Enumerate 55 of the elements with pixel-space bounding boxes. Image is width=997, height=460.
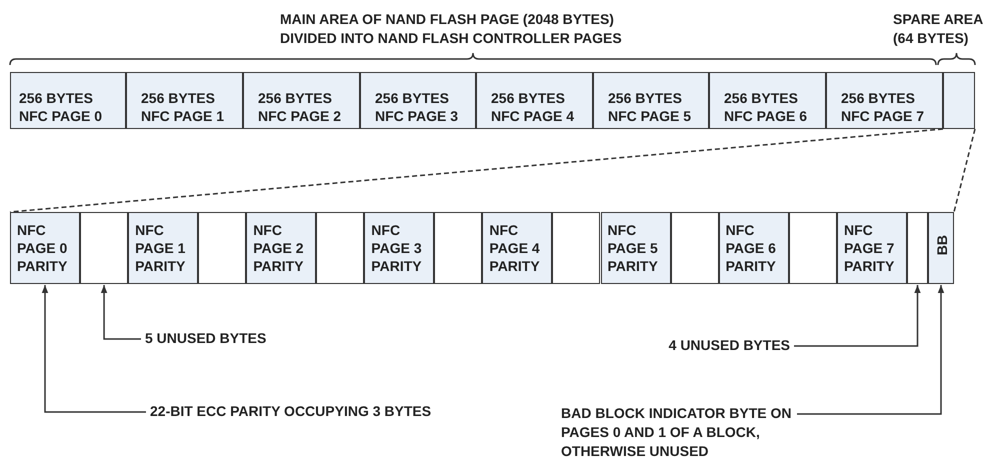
memory-cell (434, 212, 482, 284)
memory-cell (552, 212, 600, 284)
cell-label: NFC PAGE 1 PARITY (135, 221, 186, 275)
memory-cell (718, 212, 789, 284)
heading-text: SPARE AREA (64 BYTES) (893, 10, 984, 48)
cell-label: NFC PAGE 6 PARITY (726, 221, 777, 275)
cell-label: NFC PAGE 4 PARITY (489, 221, 541, 275)
cell-label: 256 BYTES NFC PAGE 0 (19, 89, 103, 125)
leader-line (42, 285, 146, 413)
memory-cell (243, 72, 360, 129)
callout-text: BAD BLOCK INDICATOR BYTE ON PAGES 0 AND 1 OF A BLOCK, OTHERWISE UNUSED (561, 404, 793, 460)
memory-cell (128, 212, 198, 284)
leader-line (794, 285, 921, 347)
cell-label: NFC PAGE 3 PARITY (371, 221, 423, 275)
cell-label: 256 BYTES NFC PAGE 6 (724, 89, 808, 125)
memory-cell (360, 72, 476, 129)
cell-label: 256 BYTES NFC PAGE 3 (375, 89, 459, 125)
memory-cell (788, 212, 837, 284)
memory-cell (709, 72, 826, 129)
cell-label: 256 BYTES NFC PAGE 7 (841, 89, 925, 125)
callout-text: 5 UNUSED BYTES (145, 329, 305, 348)
memory-cell (928, 212, 954, 284)
cell-label: NFC PAGE 5 PARITY (608, 221, 659, 275)
memory-cell (600, 212, 670, 284)
memory-cell (593, 72, 709, 129)
dashed-line (10, 128, 944, 213)
leader-line (797, 285, 944, 415)
memory-cell (126, 72, 243, 129)
cell-label: 256 BYTES NFC PAGE 5 (608, 89, 692, 125)
cell-label: NFC PAGE 7 PARITY (844, 221, 896, 275)
memory-cell (80, 212, 128, 284)
heading-text: MAIN AREA OF NAND FLASH PAGE (2048 BYTES) DIVIDED INTO NAND FLASH CONTROLLER PAGES (280, 10, 623, 48)
memory-cell (907, 212, 928, 284)
callout-text: 4 UNUSED BYTES (668, 336, 790, 355)
memory-cell (198, 212, 246, 284)
cell-label: NFC PAGE 0 PARITY (17, 221, 68, 275)
cell-label: NFC PAGE 2 PARITY (253, 221, 304, 275)
memory-cell (364, 212, 434, 284)
memory-cell (837, 212, 907, 284)
dashed-line (953, 128, 976, 212)
memory-cell (246, 212, 316, 284)
cell-label: 256 BYTES NFC PAGE 1 (141, 89, 225, 125)
memory-cell (10, 72, 126, 129)
memory-cell (482, 212, 552, 284)
memory-cell (670, 212, 719, 284)
callout-text: 22-BIT ECC PARITY OCCUPYING 3 BYTES (150, 402, 480, 421)
cell-label: 256 BYTES NFC PAGE 2 (258, 89, 342, 125)
memory-cell (826, 72, 943, 129)
memory-cell (10, 212, 80, 284)
leader-line (100, 285, 141, 340)
cell-label: 256 BYTES NFC PAGE 4 (491, 89, 575, 125)
memory-cell (316, 212, 364, 284)
memory-cell (476, 72, 593, 129)
memory-cell (943, 72, 975, 129)
cell-label: BB (933, 235, 951, 256)
